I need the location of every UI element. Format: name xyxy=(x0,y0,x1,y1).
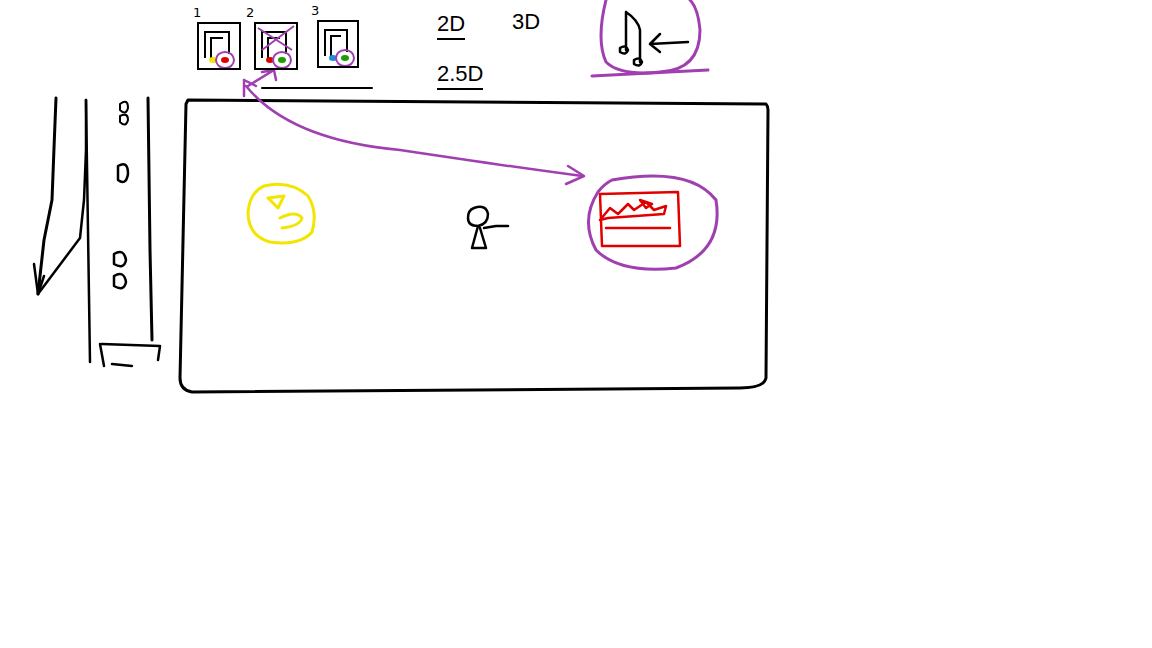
view-mode-label: 2.5D xyxy=(437,62,483,90)
slot-number: 2 xyxy=(246,6,254,19)
slot-icon xyxy=(256,24,296,68)
slot-icon xyxy=(319,22,357,66)
slot-number: 3 xyxy=(311,4,319,17)
palette-slot: 1 xyxy=(197,22,241,70)
view-mode-label: 3D xyxy=(512,10,540,34)
view-mode-label: 2D xyxy=(437,12,465,40)
palette-slot: 2 xyxy=(254,22,298,70)
slot-number: 1 xyxy=(193,6,201,19)
palette-slot: 3 xyxy=(317,20,359,68)
slot-icon xyxy=(199,24,239,68)
